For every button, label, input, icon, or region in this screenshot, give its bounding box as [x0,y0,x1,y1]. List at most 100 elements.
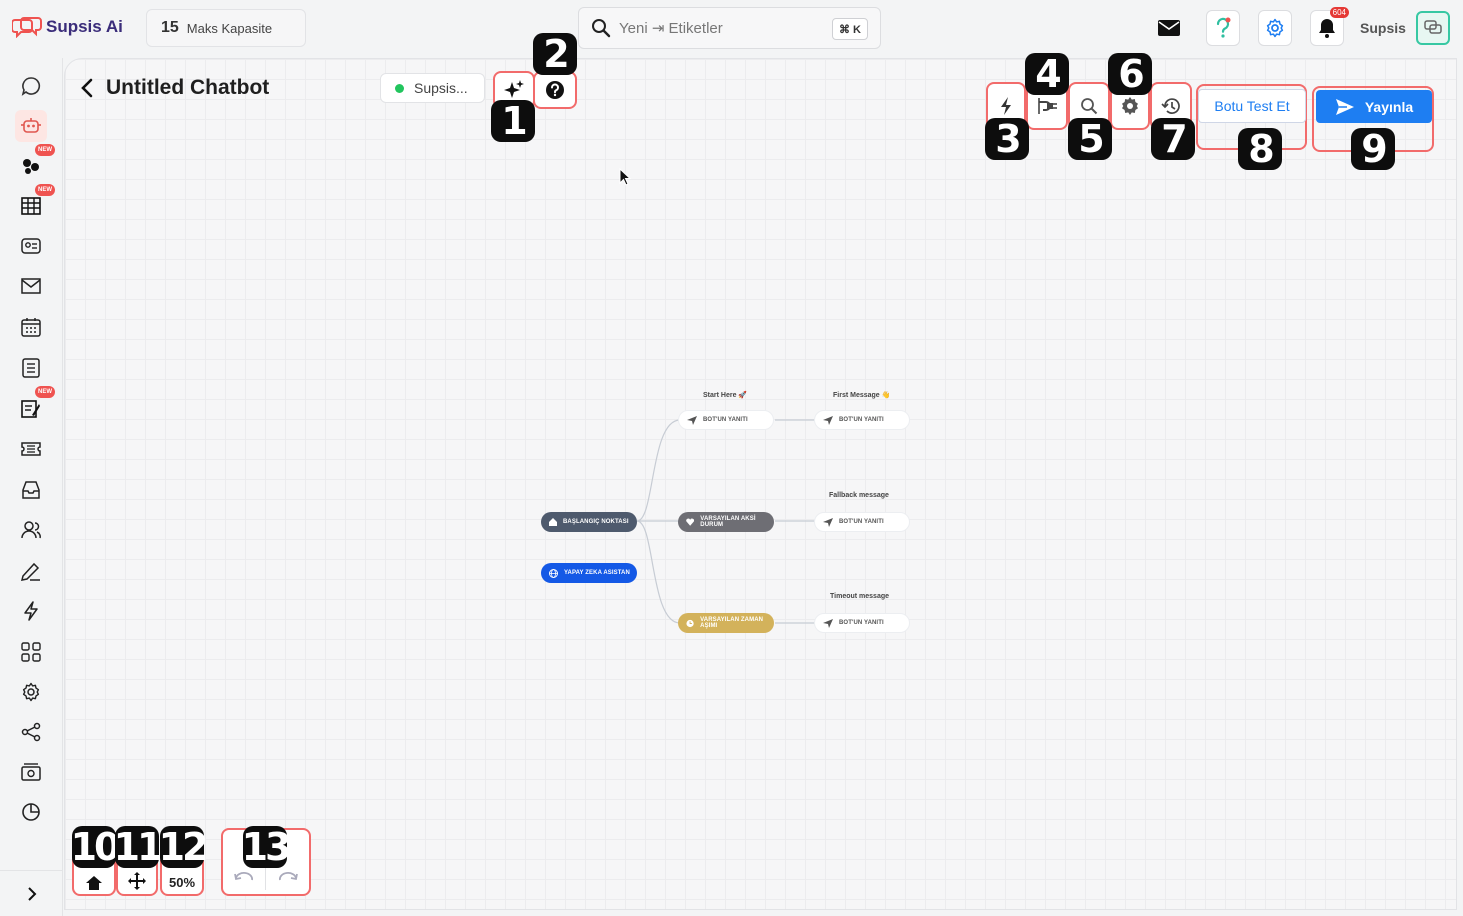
search-input[interactable]: Yeni ⇥ Etiketler ⌘ K [578,7,881,49]
capacity-label: Maks Kapasite [186,20,273,36]
sidebar-item-apps[interactable] [15,636,47,668]
clock-icon [686,619,694,627]
chatbot-icon [21,118,41,133]
chat-icon [21,77,41,96]
sidebar-item-billing[interactable] [15,756,47,788]
sign-icon [20,562,40,581]
sidebar-item-settings[interactable] [15,676,47,708]
sidebar: NEW NEW NEW [0,58,63,916]
undo-icon [234,872,253,881]
mouse-cursor-icon [619,168,631,186]
sidebar-item-groups[interactable]: NEW [15,144,55,182]
sidebar-item-tickets[interactable] [15,433,47,465]
brand-name: Supsis Ai [46,17,123,36]
group-icon [23,159,39,174]
fallback-node-label: VARSAYILAN AKSİ DURUM [700,516,756,528]
sidebar-item-users[interactable] [15,514,47,546]
ticket-icon [21,442,41,456]
bot-reply-node-1[interactable]: BOT'UN YANITI [678,410,774,430]
redo-icon [278,872,298,881]
billing-icon [21,763,41,781]
timeout-node[interactable]: VARSAYILAN Zaman Aşımı [678,613,774,633]
publish-label: Yayınla [1364,98,1414,115]
sidebar-item-chat[interactable] [15,70,47,102]
publish-button[interactable]: Yayınla [1316,90,1432,123]
new-badge: NEW [35,184,55,196]
sidebar-item-contacts[interactable] [15,230,47,262]
callout-6: 6 [1108,52,1152,96]
sidebar-item-tables[interactable]: NEW [15,184,55,222]
account-name: Supsis... [414,80,468,96]
send-icon [1335,98,1354,115]
list-icon [22,358,40,378]
sidebar-item-sign[interactable] [15,555,47,587]
sidebar-item-lists[interactable] [15,352,47,384]
sidebar-item-automation[interactable] [15,595,47,627]
question-circle-icon [546,81,564,99]
avatar[interactable] [1416,11,1450,45]
sidebar-item-calendar[interactable] [15,311,47,343]
gear-icon [1122,97,1138,115]
home-icon [549,518,557,526]
top-bar: Supsis Ai 15 Maks Kapasite Yeni ⇥ Etiket… [0,0,1463,58]
company-logo-icon [1424,20,1442,34]
mail-icon [21,278,41,294]
test-bot-button[interactable]: Botu Test Et [1198,89,1306,123]
callout-2: 2 [533,32,577,76]
bot-reply-label: BOT'UN YANITI [839,417,884,423]
bolt-icon [24,601,38,621]
start-node[interactable]: BAŞLANGIÇ NOKTASI [541,512,637,532]
back-button[interactable]: Untitled Chatbot [80,76,269,100]
mail-icon [1158,20,1180,36]
sidebar-item-chatbot[interactable] [15,110,47,142]
start-node-label: BAŞLANGIÇ NOKTASI [563,519,629,525]
callout-12: 12 [158,825,209,869]
bot-reply-node-4[interactable]: BOT'UN YANITI [814,613,910,633]
help-guide-button[interactable] [533,71,577,109]
move-icon [128,872,146,890]
notification-count: 604 [1329,7,1349,18]
notifications-button[interactable]: 604 [1310,7,1349,46]
history-icon [1161,98,1180,114]
brand-logo[interactable]: Supsis Ai [12,16,123,38]
callout-11: 11 [113,825,164,869]
sidebar-item-mail[interactable] [15,270,47,302]
sidebar-item-reports[interactable] [15,796,47,828]
bot-reply-node-2[interactable]: BOT'UN YANITI [814,410,910,430]
callout-10: 10 [70,825,121,869]
account-selector[interactable]: Supsis... [380,73,485,103]
settings-button[interactable] [1258,10,1292,46]
search-icon [592,19,611,38]
send-icon [687,415,697,425]
sidebar-expand-button[interactable] [0,870,63,916]
apps-icon [21,642,41,662]
callout-13: 13 [241,825,292,869]
status-dot [395,83,404,93]
ai-assistant-node[interactable]: YAPAY ZEKA ASISTAN [541,563,637,583]
form-icon [21,400,40,418]
bot-reply-node-3[interactable]: BOT'UN YANITI [814,512,910,532]
callout-3: 3 [985,117,1029,161]
sidebar-item-forms[interactable]: NEW [15,386,55,424]
bot-reply-label: BOT'UN YANITI [839,519,884,525]
mail-button[interactable] [1152,10,1186,46]
chevron-right-icon [27,886,36,901]
fallback-node[interactable]: VARSAYILAN AKSİ DURUM [678,512,774,532]
callout-8: 8 [1238,127,1282,171]
sparkle-icon [504,80,524,98]
zoom-value: 50% [168,875,196,890]
undo-button[interactable] [223,866,267,890]
sidebar-item-inbox[interactable] [15,474,47,506]
flow-canvas[interactable] [64,58,1457,910]
bot-reply-label: BOT'UN YANITI [839,620,884,626]
sidebar-item-share[interactable] [15,716,47,748]
table-icon [21,197,41,215]
capacity-indicator[interactable]: 15 Maks Kapasite [146,9,306,47]
search-placeholder: Yeni ⇥ Etiketler [619,20,723,37]
user-name[interactable]: Supsis [1360,20,1406,36]
help-button[interactable] [1206,10,1240,46]
timeout-node-label: VARSAYILAN Zaman Aşımı [700,617,764,629]
bolt-icon [1001,97,1011,115]
redo-button[interactable] [266,866,309,890]
home-icon [86,876,102,890]
